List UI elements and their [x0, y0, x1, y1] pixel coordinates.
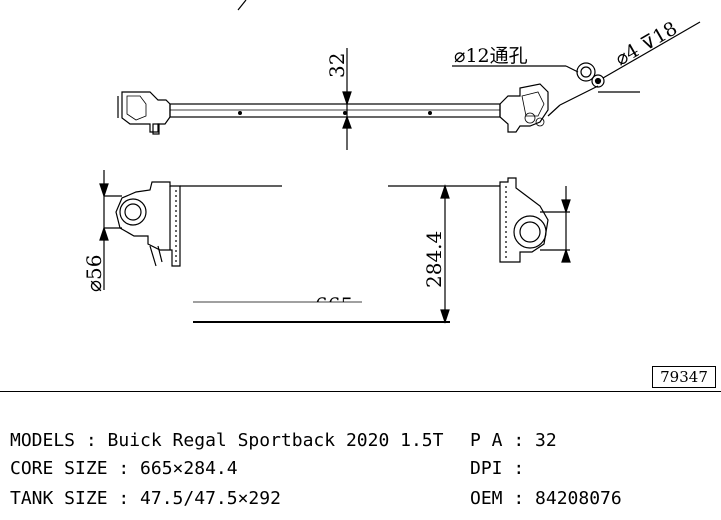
top-view-radiator-bar	[117, 83, 549, 135]
top-stray-line	[237, 0, 247, 11]
technical-drawing: 32 ⌀12通孔 ⌀4 ⊽18 284.4 ⌀56 665	[82, 0, 701, 324]
dim-284-lines	[440, 184, 450, 324]
dim-hole-large-text: ⌀12通孔	[454, 45, 528, 67]
tank-size-line: TANK SIZE : 47.5/47.5×292	[10, 488, 281, 509]
dim-right-extension	[540, 186, 571, 263]
dim-hole-small-text: ⌀4 ⊽18	[612, 17, 682, 70]
pa-line: P A : 32	[470, 430, 557, 451]
dim-284-text: 284.4	[422, 231, 446, 288]
models-line: MODELS : Buick Regal Sportback 2020 1.5T	[10, 430, 444, 451]
dim-665-partial-text: 665	[315, 293, 353, 317]
dim-32-lines	[342, 48, 352, 150]
separator-line	[0, 391, 721, 392]
oem-line: OEM : 84208076	[470, 488, 622, 509]
dim-32-text: 32	[325, 53, 349, 78]
core-size-line: CORE SIZE : 665×284.4	[10, 458, 238, 479]
reference-number: 79347	[652, 366, 716, 388]
front-view-right-tank	[499, 177, 549, 263]
dpi-line: DPI :	[470, 458, 525, 479]
hole-callouts	[452, 21, 701, 117]
dim-56-lines	[99, 170, 122, 290]
dim-56-text: ⌀56	[82, 255, 106, 293]
front-view-left-tank	[115, 181, 181, 267]
